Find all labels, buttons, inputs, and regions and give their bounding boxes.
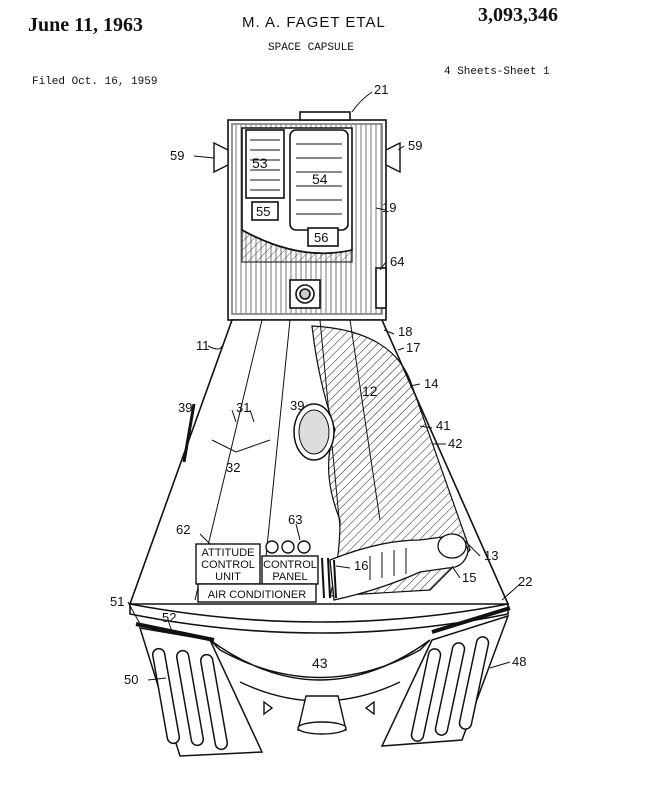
ref-12: 12 [362,383,378,399]
ref-31: 31 [236,400,250,415]
ref-50: 50 [124,672,138,687]
attitude-label-line1: ATTITUDE [202,547,255,559]
ref-21: 21 [374,82,388,97]
ref-52: 52 [162,610,176,625]
ref-41: 41 [436,418,450,433]
attitude-label-line3: UNIT [215,571,241,583]
ref-16: 16 [354,558,368,573]
ref-59-left: 59 [170,148,184,163]
ref-19: 19 [382,200,396,215]
left-landing-panel [136,624,262,756]
control-panel-label-line2: PANEL [272,571,307,583]
ref-39-left: 39 [178,400,192,415]
ref-32: 32 [226,460,240,475]
capsule-cone [130,320,508,633]
ref-42: 42 [448,436,462,451]
ref-18: 18 [398,324,412,339]
ref-48: 48 [512,654,526,669]
ref-55: 55 [256,204,270,219]
ref-51: 51 [110,594,124,609]
ref-64: 64 [390,254,404,269]
ref-53: 53 [252,155,268,171]
attitude-label-line2: CONTROL [201,559,255,571]
ref-15: 15 [462,570,476,585]
ref-39-window: 39 [290,398,304,413]
control-panel-label-line1: CONTROL [263,559,317,571]
ref-59-right: 59 [408,138,422,153]
ref-62: 62 [176,522,190,537]
ref-11: 11 [196,338,210,353]
top-cylinder [228,112,386,320]
ref-56: 56 [314,230,328,245]
ref-63: 63 [288,512,302,527]
ref-22: 22 [518,574,532,589]
ref-43: 43 [312,655,328,671]
ref-14: 14 [424,376,438,391]
air-conditioner-label: AIR CONDITIONER [208,589,306,601]
ref-17: 17 [406,340,420,355]
ref-54: 54 [312,171,328,187]
ref-13: 13 [484,548,498,563]
